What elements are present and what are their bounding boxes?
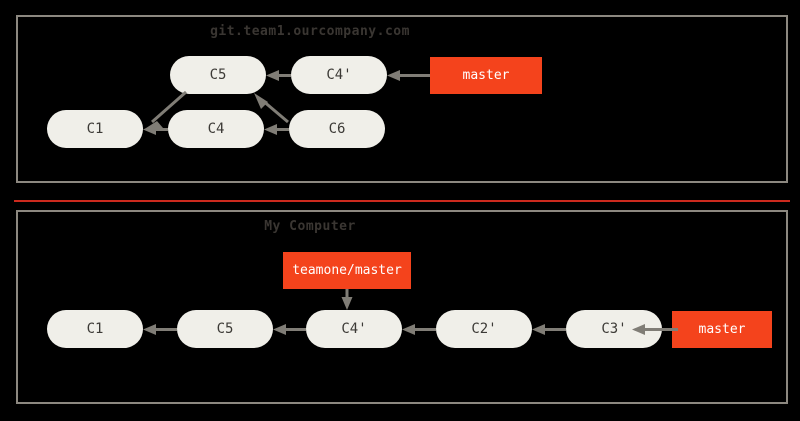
commit-node-c4-prime-local[interactable]: C4' — [306, 310, 402, 348]
commit-node-c6-server[interactable]: C6 — [289, 110, 385, 148]
commit-node-c5-local[interactable]: C5 — [177, 310, 273, 348]
panel-local — [16, 210, 788, 404]
commit-node-c4-server[interactable]: C4 — [168, 110, 264, 148]
ref-box-master-local[interactable]: master — [672, 311, 772, 348]
commit-node-c1-server[interactable]: C1 — [47, 110, 143, 148]
panel-separator-line — [14, 200, 790, 202]
ref-box-teamone-master-local[interactable]: teamone/master — [283, 252, 411, 289]
commit-node-c4-prime-server[interactable]: C4' — [291, 56, 387, 94]
panel-server-title: git.team1.ourcompany.com — [210, 24, 410, 39]
panel-server — [16, 15, 788, 183]
ref-box-master-server[interactable]: master — [430, 57, 542, 94]
commit-node-c5-server[interactable]: C5 — [170, 56, 266, 94]
commit-node-c3-prime-local[interactable]: C3' — [566, 310, 662, 348]
panel-local-title: My Computer — [264, 219, 356, 234]
commit-node-c2-prime-local[interactable]: C2' — [436, 310, 532, 348]
commit-node-c1-local[interactable]: C1 — [47, 310, 143, 348]
